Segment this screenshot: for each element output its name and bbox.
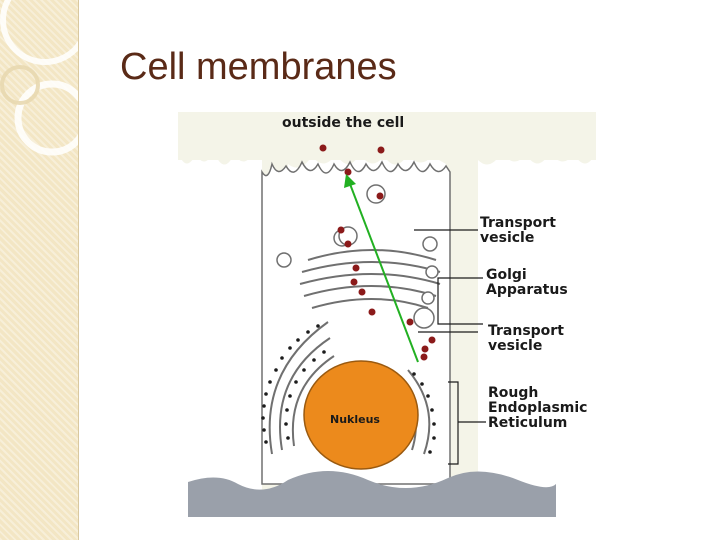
transport-vesicle-label-1: Transport vesicle (480, 215, 556, 246)
transport-vesicle-label-2: Transport vesicle (488, 323, 564, 354)
slide-title: Cell membranes (120, 46, 397, 88)
nucleus-label: Nukleus (330, 413, 380, 426)
nucleus-shape (303, 360, 419, 470)
basement-floor (188, 471, 556, 517)
decorative-sidebar (0, 0, 79, 540)
outside-cell-label: outside the cell (282, 115, 405, 131)
golgi-apparatus-label: Golgi Apparatus (486, 267, 568, 298)
rough-er-label: Rough Endoplasmic Reticulum (488, 385, 588, 431)
cell-illustration (178, 112, 596, 517)
sidebar-swirl-ornament (0, 0, 78, 156)
cell-membrane-diagram: outside the cell Nukleus Transport vesic… (178, 112, 596, 517)
